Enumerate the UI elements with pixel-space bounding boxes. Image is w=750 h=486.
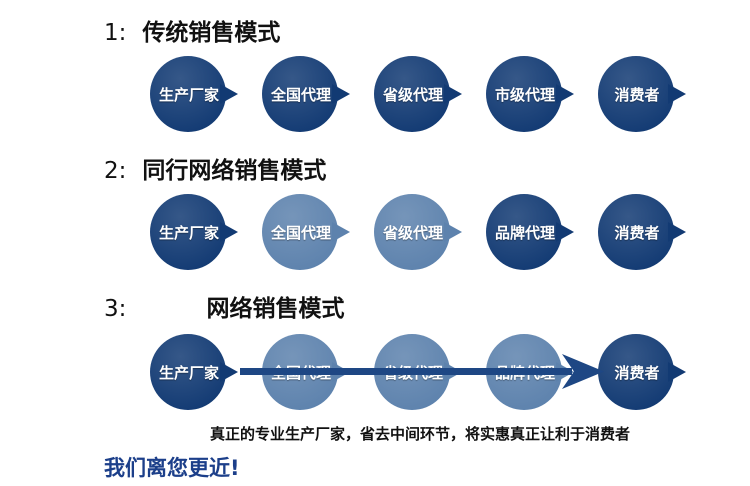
row2-number: 2: (104, 158, 127, 184)
speech-bubble-shape (150, 56, 238, 132)
speech-bubble-shape (150, 194, 238, 270)
node-label: 全国代理 (270, 223, 331, 242)
node-label: 生产厂家 (158, 363, 219, 382)
row3-heading: 3: 网络销售模式 (104, 295, 344, 323)
row1-node-2: 全国代理 (262, 56, 350, 132)
row2-node-1: 生产厂家 (150, 194, 238, 270)
row1-title: 传统销售模式 (142, 20, 281, 46)
speech-bubble-shape (374, 56, 462, 132)
speech-bubble-shape (262, 194, 350, 270)
speech-bubble-shape (262, 56, 350, 132)
node-label: 消费者 (614, 223, 660, 242)
row1-node-1: 生产厂家 (150, 56, 238, 132)
row3-number: 3: (104, 296, 127, 322)
row2-heading: 2: 同行网络销售模式 (104, 157, 326, 185)
row1-node-4: 市级代理 (486, 56, 574, 132)
node-label: 消费者 (614, 85, 660, 104)
row2-node-4: 品牌代理 (486, 194, 574, 270)
row3-node-5: 消费者 (598, 334, 686, 410)
speech-bubble-shape (150, 334, 238, 410)
slogan: 我们离您更近! (104, 456, 240, 480)
speech-bubble-shape (374, 194, 462, 270)
speech-bubble-shape (486, 56, 574, 132)
row1-number: 1: (104, 20, 127, 46)
row3-title: 网络销售模式 (206, 296, 345, 322)
node-label: 品牌代理 (494, 223, 555, 242)
node-label: 市级代理 (494, 85, 555, 104)
row2-title: 同行网络销售模式 (142, 158, 327, 184)
row1-node-5: 消费者 (598, 56, 686, 132)
speech-bubble-shape (486, 194, 574, 270)
node-label: 省级代理 (382, 85, 443, 104)
footer-text: 真正的专业生产厂家，省去中间环节，将实惠真正让利于消费者 (210, 425, 631, 443)
speech-bubble-shape (598, 334, 686, 410)
node-label: 生产厂家 (158, 85, 219, 104)
node-label: 省级代理 (382, 223, 443, 242)
row2-node-3: 省级代理 (374, 194, 462, 270)
row2-node-2: 全国代理 (262, 194, 350, 270)
row1-node-3: 省级代理 (374, 56, 462, 132)
node-label: 生产厂家 (158, 223, 219, 242)
node-label: 全国代理 (270, 85, 331, 104)
row2-node-5: 消费者 (598, 194, 686, 270)
row1-heading: 1: 传统销售模式 (104, 19, 280, 47)
node-label: 消费者 (614, 363, 660, 382)
speech-bubble-shape (598, 194, 686, 270)
row3-node-1: 生产厂家 (150, 334, 238, 410)
speech-bubble-shape (598, 56, 686, 132)
